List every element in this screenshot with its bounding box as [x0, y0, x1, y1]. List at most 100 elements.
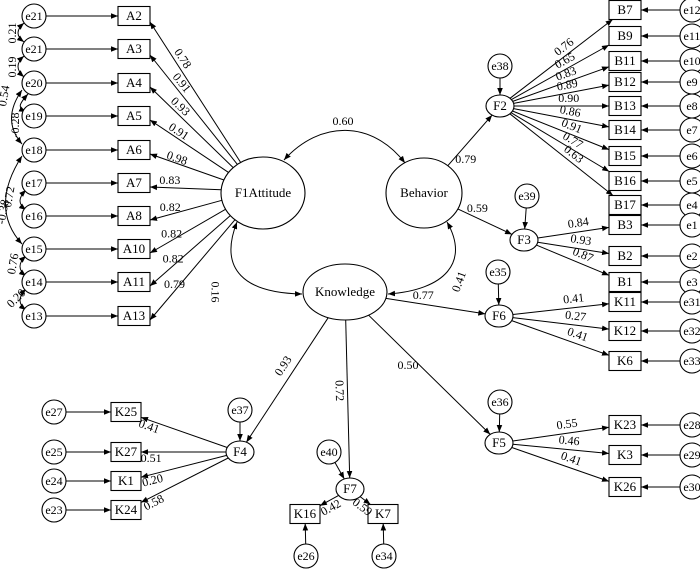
- loading-f1-a3: [149, 54, 238, 165]
- error-term-e21-label: e21: [25, 9, 42, 23]
- error-term-e40: [316, 439, 342, 465]
- indicator-box-k25-label: K25: [115, 404, 137, 419]
- error-term-e36-label: e36: [491, 395, 508, 409]
- indicator-box-k1-label: K1: [118, 473, 134, 488]
- error-term-e11-label: e11: [684, 29, 700, 43]
- indicator-box-a13: [117, 305, 151, 327]
- error-term-e15: [21, 236, 47, 262]
- disturbance-arrow-f3: [522, 207, 528, 230]
- error-term-e20: [21, 70, 47, 96]
- indicator-box-b2: [608, 245, 642, 267]
- error-term-e16-label: e16: [25, 209, 42, 223]
- error-term-e23-label: e23: [45, 503, 62, 517]
- loading-f1-a10: [149, 208, 226, 254]
- error-term-e2: [679, 243, 700, 269]
- error-term-e28-label: e28: [683, 418, 700, 432]
- coef-f1-a4: 0.93: [168, 94, 193, 119]
- errcov-e15-e14: [18, 255, 27, 277]
- error-term-e39: [514, 183, 540, 209]
- error-term-e16: [21, 203, 47, 229]
- error-term-e24-label: e24: [45, 474, 62, 488]
- indicator-box-a2: [117, 5, 151, 27]
- error-term-e5-label: e5: [686, 174, 697, 188]
- coef-f1-a6: 0.98: [165, 148, 189, 168]
- loading-f2-b17: [509, 113, 614, 196]
- coef-path-beh-f2: 0.79: [455, 152, 476, 166]
- indicator-box-b14-label: B14: [614, 122, 636, 137]
- loading-f6-k12: [512, 317, 610, 332]
- latent-f4-label: F4: [233, 444, 247, 459]
- error-term-e19-label: e19: [25, 109, 42, 123]
- indicator-box-b9: [608, 25, 642, 47]
- error-arrow-k7: [380, 523, 387, 545]
- coef-f5-k26: 0.41: [559, 448, 583, 468]
- indicator-box-k23: [608, 414, 642, 436]
- error-term-e13-label: e13: [25, 309, 42, 323]
- error-term-e26: [293, 543, 319, 569]
- indicator-box-b13-label: B13: [614, 98, 636, 113]
- loading-f1-a7: [149, 184, 222, 191]
- error-term-e34: [371, 543, 397, 569]
- latent-f1attitude: [220, 156, 306, 230]
- coef-f1-a7: 0.83: [159, 173, 180, 187]
- loading-f3-b2: [537, 241, 610, 256]
- error-term-e37-label: e37: [231, 403, 248, 417]
- loading-f1-a6: [149, 153, 225, 181]
- error-term-e21-label: e21: [25, 42, 42, 56]
- indicator-box-k27: [110, 441, 142, 463]
- indicator-box-b16: [608, 170, 642, 192]
- indicator-box-a5: [117, 105, 151, 127]
- latent-f5-label: F5: [492, 435, 506, 450]
- error-term-e38-label: e38: [491, 59, 508, 73]
- error-term-e32-label: e32: [683, 324, 700, 338]
- coef-f2-b14: 0.86: [559, 102, 582, 120]
- loading-f2-b7: [509, 19, 613, 99]
- coef-f5-k3: 0.46: [558, 432, 580, 448]
- indicator-box-k26: [608, 476, 642, 498]
- error-term-e3-label: e3: [686, 275, 697, 289]
- disturbance-arrow-f7: [334, 462, 345, 480]
- coef-errcov-2: 0.19: [5, 57, 19, 78]
- indicator-box-a6: [117, 139, 151, 161]
- indicator-box-b9-label: B9: [617, 28, 632, 43]
- path-kno-f4: [245, 317, 329, 443]
- error-term-e35: [485, 259, 511, 285]
- indicator-box-k1: [110, 470, 142, 492]
- error-term-e21: [21, 36, 47, 62]
- errcov-e18-e15: [5, 155, 23, 245]
- error-term-e10-label: e10: [683, 54, 700, 68]
- indicator-box-k3: [608, 444, 642, 466]
- coef-f2-b11: 0.83: [554, 63, 579, 83]
- indicator-box-a6-label: A6: [126, 142, 142, 157]
- coef-path-kno-f5: 0.50: [397, 358, 418, 372]
- error-term-e7-label: e7: [686, 123, 697, 137]
- coef-path-kno-f6: 0.77: [413, 288, 434, 302]
- coef-f4-k27: 0.51: [141, 451, 162, 465]
- loading-f2-b16: [510, 112, 610, 172]
- loading-f4-k1: [140, 454, 227, 479]
- error-term-e17: [21, 170, 47, 196]
- indicator-box-k11: [608, 291, 642, 313]
- error-term-e12-label: e12: [683, 3, 700, 17]
- coef-cov-attitude-knowledge: 0.16: [208, 282, 222, 303]
- coef-errcov-4: -0.28: [8, 113, 22, 138]
- error-term-e19: [21, 103, 47, 129]
- errcov-e17-e16: [18, 189, 27, 211]
- coef-f6-k11: 0.41: [562, 290, 584, 306]
- indicator-box-b15-label: B15: [614, 148, 636, 163]
- coef-f1-a3: 0.91: [170, 70, 194, 95]
- loading-f1-a11: [149, 215, 231, 287]
- indicator-box-a3-label: A3: [126, 41, 142, 56]
- loading-f4-k24: [140, 457, 229, 503]
- latent-knowledge-label: Knowledge: [315, 284, 375, 299]
- path-beh-f3: [457, 208, 513, 235]
- indicator-box-b11-label: B11: [614, 53, 635, 68]
- coef-errcov-6: 0.72: [0, 185, 17, 208]
- error-term-e6: [679, 143, 700, 169]
- error-term-e33-label: e33: [683, 354, 700, 368]
- coef-f4-k24: 0.58: [141, 491, 166, 513]
- loading-f7-k16: [319, 494, 339, 507]
- cov-attitude-knowledge: [230, 221, 303, 297]
- error-term-e32: [679, 318, 700, 344]
